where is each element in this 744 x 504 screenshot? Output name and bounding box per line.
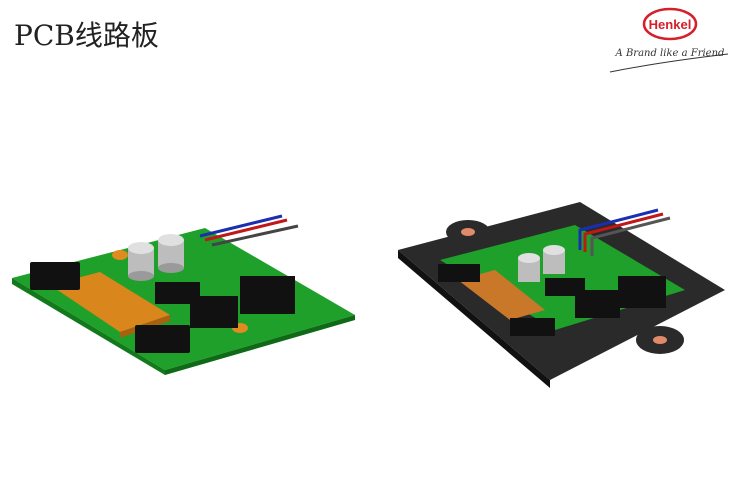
logo-tagline-text: A Brand like a Friend [615,48,725,59]
slide-title: PCB线路板 [14,19,159,52]
logo-brand-text: Henkel [649,17,692,32]
pcb-housing-figure [380,190,744,390]
bare-pcb-figure [0,200,370,380]
henkel-logo: Henkel A Brand like a Friend [600,4,740,84]
